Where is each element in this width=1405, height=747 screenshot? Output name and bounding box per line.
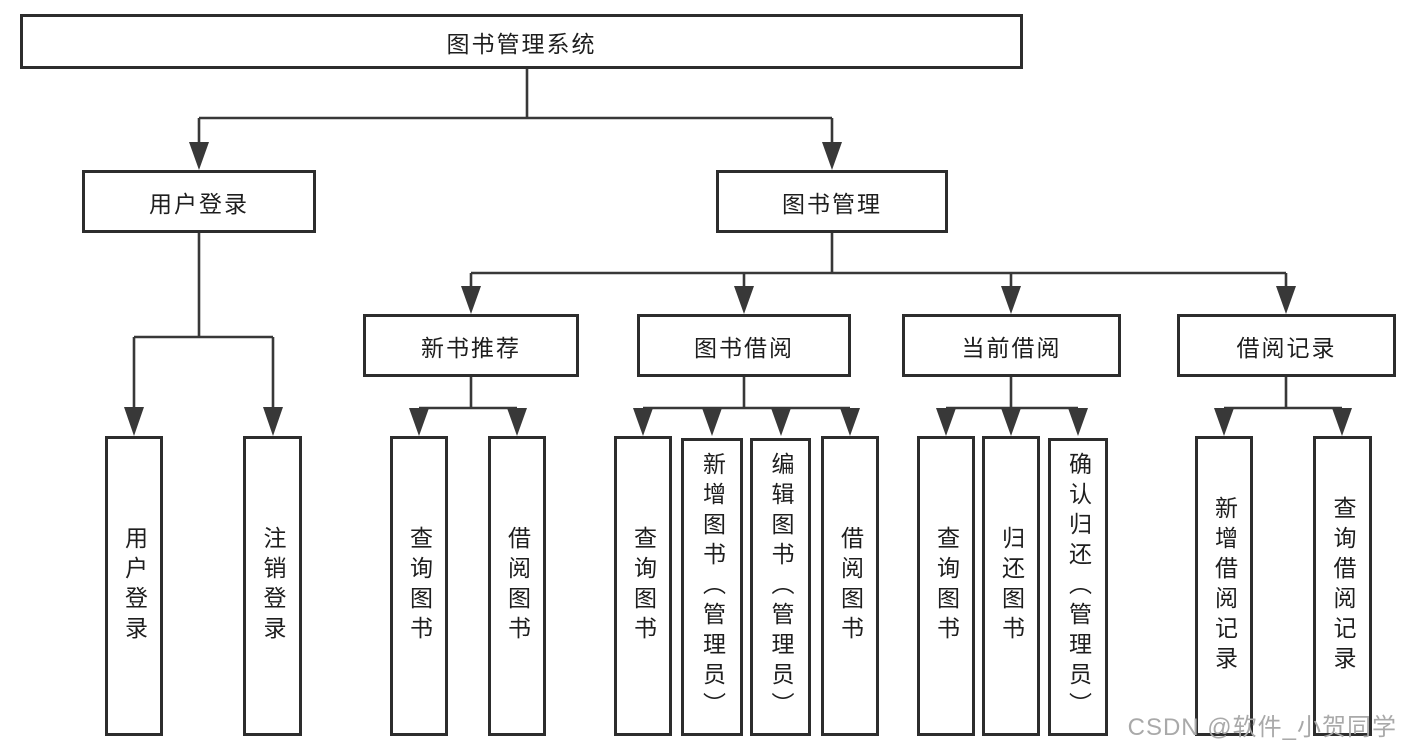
- leaf-box-nbr-query-books: 查询图书: [390, 436, 448, 736]
- node-label-book-borrow: 图书借阅: [694, 334, 794, 361]
- leaf-box-bb-edit-books-admin: 编辑图书（管理员）: [750, 438, 811, 736]
- leaf-label-br-add-record: 新增借阅记录: [1211, 496, 1238, 676]
- leaf-box-br-query-record: 查询借阅记录: [1313, 436, 1372, 736]
- leaf-box-bb-borrow-books: 借阅图书: [821, 436, 879, 736]
- connector-book-management-children: [461, 233, 1296, 314]
- leaf-label-user-login: 用户登录: [121, 526, 148, 646]
- leaf-box-bb-query-books: 查询图书: [614, 436, 672, 736]
- leaf-label-nbr-borrow-books: 借阅图书: [504, 526, 531, 646]
- leaf-label-br-query-record: 查询借阅记录: [1330, 496, 1356, 676]
- watermark-text: CSDN @软件_小贺同学: [1127, 714, 1397, 741]
- leaf-box-cb-confirm-return-admin: 确认归还（管理员）: [1048, 438, 1108, 736]
- leaf-label-bb-edit-books-admin: 编辑图书（管理员）: [768, 452, 794, 722]
- leaf-box-cb-query-books: 查询图书: [917, 436, 975, 736]
- node-label-user-login: 用户登录: [149, 190, 249, 217]
- leaf-box-logout: 注销登录: [243, 436, 302, 736]
- connector-current-borrow-children: [936, 377, 1088, 436]
- leaf-box-nbr-borrow-books: 借阅图书: [488, 436, 546, 736]
- leaf-box-br-add-record: 新增借阅记录: [1195, 436, 1253, 736]
- node-box-book-management: 图书管理: [716, 170, 948, 233]
- leaf-label-cb-confirm-return-admin: 确认归还（管理员）: [1065, 452, 1092, 722]
- leaf-label-nbr-query-books: 查询图书: [406, 526, 433, 646]
- leaf-box-user-login: 用户登录: [105, 436, 163, 736]
- node-label-root: 图书管理系统: [446, 30, 597, 57]
- node-box-user-login: 用户登录: [82, 170, 316, 233]
- node-label-borrow-records: 借阅记录: [1236, 334, 1337, 361]
- node-box-new-book-recommend: 新书推荐: [363, 314, 579, 377]
- leaf-label-cb-return-books: 归还图书: [998, 526, 1025, 646]
- leaf-label-bb-query-books: 查询图书: [630, 526, 657, 646]
- connector-borrow-records-children: [1214, 377, 1352, 436]
- connector-root-to-level1: [189, 69, 842, 170]
- node-box-root: 图书管理系统: [20, 14, 1023, 69]
- leaf-label-logout: 注销登录: [260, 526, 286, 646]
- connector-book-borrow-children: [633, 377, 860, 436]
- node-box-current-borrow: 当前借阅: [902, 314, 1121, 377]
- node-label-book-management: 图书管理: [782, 190, 882, 217]
- leaf-box-cb-return-books: 归还图书: [982, 436, 1040, 736]
- leaf-box-bb-add-books-admin: 新增图书（管理员）: [681, 438, 743, 736]
- node-label-new-book-recommend: 新书推荐: [421, 334, 521, 361]
- node-box-book-borrow: 图书借阅: [637, 314, 851, 377]
- node-label-current-borrow: 当前借阅: [961, 334, 1062, 361]
- node-box-borrow-records: 借阅记录: [1177, 314, 1396, 377]
- connector-new-book-recommend-children: [409, 377, 527, 436]
- leaf-label-bb-add-books-admin: 新增图书（管理员）: [699, 452, 726, 722]
- connector-user-login-children: [124, 233, 283, 436]
- leaf-label-bb-borrow-books: 借阅图书: [837, 526, 864, 646]
- leaf-label-cb-query-books: 查询图书: [933, 526, 960, 646]
